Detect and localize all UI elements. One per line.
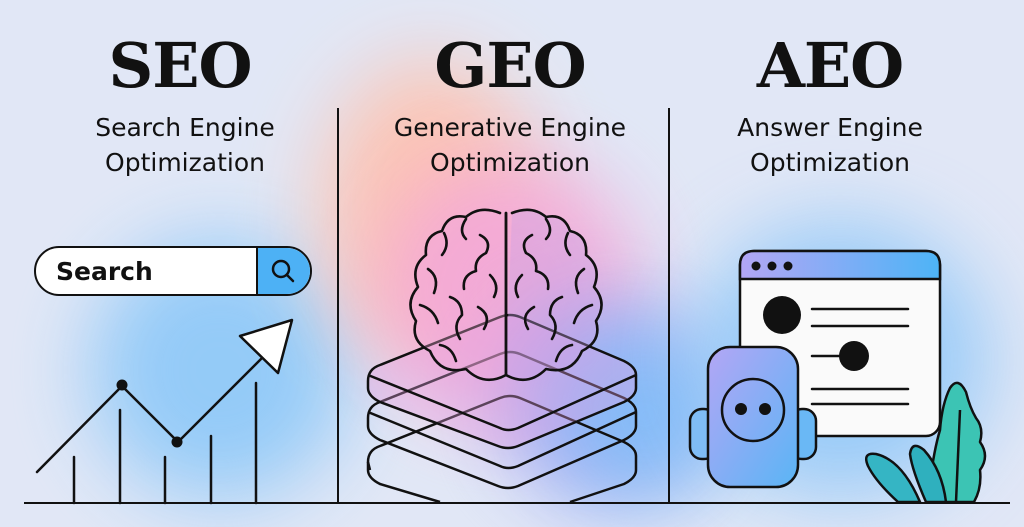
aeo-subtitle: Answer Engine Optimization: [670, 110, 990, 180]
search-icon: [271, 259, 295, 283]
search-input-text: Search: [56, 257, 153, 286]
baseline: [24, 502, 1010, 504]
seo-subtitle-line1: Search Engine: [95, 113, 275, 142]
geo-subtitle-line1: Generative Engine: [393, 113, 627, 142]
trend-up-chart-icon: [35, 318, 294, 505]
seo-subtitle: Search Engine Optimization: [30, 110, 340, 180]
divider-left: [337, 108, 339, 503]
search-box[interactable]: Search: [34, 246, 312, 296]
seo-subtitle-line2: Optimization: [105, 148, 265, 177]
brain-icon: [409, 208, 603, 382]
plant-icon: [865, 381, 987, 504]
aeo-subtitle-line1: Answer Engine: [737, 113, 923, 142]
divider-right: [668, 108, 670, 503]
aeo-subtitle-line2: Optimization: [750, 148, 910, 177]
seo-heading: SEO: [108, 29, 252, 102]
geo-subtitle-line2: Optimization: [430, 148, 590, 177]
aeo-heading: AEO: [756, 29, 904, 102]
layer-stack-icon: [366, 313, 638, 504]
geo-subtitle: Generative Engine Optimization: [350, 110, 670, 180]
robot-icon: [688, 345, 818, 489]
geo-heading: GEO: [434, 29, 586, 102]
search-button[interactable]: [256, 248, 310, 294]
